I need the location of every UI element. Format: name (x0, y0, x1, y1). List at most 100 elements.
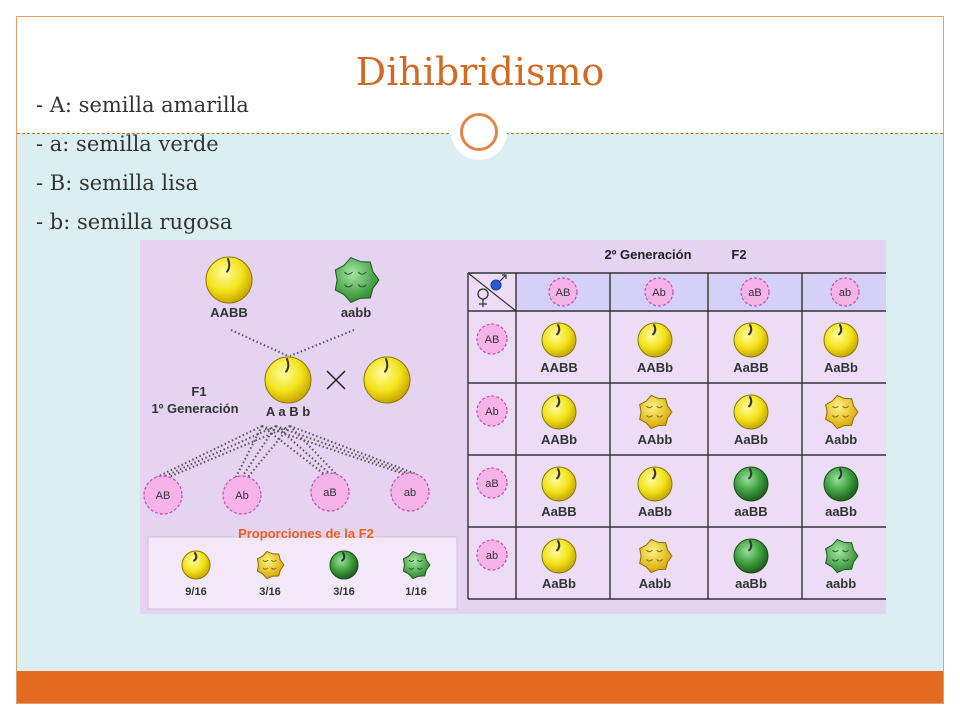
seed-wrinkle (646, 549, 653, 553)
punnett-cell-genotype: AABB (540, 360, 578, 375)
punnett-cell-genotype: AABb (541, 432, 577, 447)
seed-hilum (556, 540, 561, 552)
seed-wrinkle (656, 405, 664, 409)
seed-wrinkle (417, 567, 423, 570)
parent-genotype: aabb (341, 305, 371, 320)
seed-wrinkle (408, 559, 415, 562)
parent-genotype: AABB (210, 305, 248, 320)
seed-body (823, 322, 859, 358)
seed-hilum (652, 324, 657, 336)
seed-wrinkle (271, 567, 277, 570)
seed-hilum (556, 396, 561, 408)
proportion-seed-icon (402, 550, 431, 580)
seed-hilum (748, 540, 753, 552)
seed-body (823, 466, 859, 502)
seed-body (181, 550, 211, 580)
seed-wrinkle (646, 415, 653, 418)
seed-body (541, 394, 577, 430)
seed-body (329, 550, 359, 580)
proportions-title: Proporciones de la F2 (238, 526, 374, 541)
ring-ornament-icon (451, 104, 507, 160)
punnett-cell-seed-icon (733, 394, 769, 430)
punnett-cell-seed-icon (733, 538, 769, 574)
punnett-cell-genotype: AaBb (542, 576, 576, 591)
proportion-seed-icon (256, 550, 285, 580)
seed-wrinkle (417, 559, 423, 562)
slide-frame (16, 16, 944, 704)
slide-title: Dihibridismo (355, 50, 605, 94)
proportion-seed-icon (329, 550, 359, 580)
gamete-label: Ab (235, 490, 248, 502)
gamete-label: AB (556, 287, 571, 299)
proportion-seed-icon (181, 550, 211, 580)
seed-body (637, 466, 673, 502)
seed-wrinkle (832, 405, 839, 409)
punnett-cell-genotype: aaBB (734, 504, 767, 519)
punnett-cell-seed-icon (637, 322, 673, 358)
seed-hilum (193, 552, 198, 562)
punnett-cell-genotype: AaBb (734, 432, 768, 447)
seed-body (825, 394, 859, 430)
seed-body (637, 322, 673, 358)
f1-gamete (143, 475, 183, 515)
punnett-cell-genotype: aabb (826, 576, 856, 591)
punnett-cell-seed-icon (825, 538, 859, 574)
seed-body (541, 322, 577, 358)
seed-hilum (384, 358, 389, 373)
seed-hilum (556, 468, 561, 480)
punnett-cell-seed-icon (733, 322, 769, 358)
seed-body (334, 257, 380, 303)
seed-hilum (838, 468, 843, 480)
seed-wrinkle (262, 559, 269, 562)
seed-wrinkle (646, 559, 653, 562)
f1-genotype: A a B b (266, 404, 310, 419)
punnett-cell-seed-icon (823, 466, 859, 502)
f1-seed-icon (264, 356, 312, 404)
seed-body (541, 466, 577, 502)
gamete-label: ab (404, 487, 416, 499)
punnett-row-header (476, 539, 508, 571)
seed-body (733, 538, 769, 574)
gamete-label: Ab (652, 287, 665, 299)
punnett-cell-genotype: AABb (637, 360, 673, 375)
proportion-ratio: 9/16 (185, 586, 206, 598)
gamete-cross-line (261, 425, 405, 475)
seed-body (733, 394, 769, 430)
seed-wrinkle (408, 567, 415, 570)
punnett-col-header (830, 277, 860, 307)
gamete-label: aB (748, 287, 761, 299)
gamete-label: AB (156, 490, 171, 502)
gamete-label: AB (485, 334, 500, 346)
bullet-item: - a: semilla verde (36, 132, 219, 156)
gamete-label: aB (485, 478, 498, 490)
f1-gamete (390, 472, 430, 512)
seed-hilum (748, 324, 753, 336)
proportion-ratio: 3/16 (333, 586, 354, 598)
parent-cross-line (230, 329, 289, 357)
bullet-item: - A: semilla amarilla (36, 93, 249, 117)
punnett-cell-genotype: AaBB (733, 360, 768, 375)
punnett-cell-seed-icon (733, 466, 769, 502)
f1-sublabel: 1º Generación (151, 401, 238, 416)
seed-hilum (556, 324, 561, 336)
punnett-cell-seed-icon (541, 538, 577, 574)
seed-body (402, 550, 431, 580)
male-symbol-icon (499, 274, 507, 282)
gamete-cross-line (162, 425, 277, 478)
seed-hilum (748, 468, 753, 480)
f1-seed-icon (363, 356, 411, 404)
seed-wrinkle (842, 415, 850, 418)
seed-body (264, 356, 312, 404)
gamete-cross-line (289, 425, 417, 475)
seed-wrinkle (344, 284, 353, 288)
gamete-label: aB (323, 487, 336, 499)
bullet-item: - B: semilla lisa (36, 171, 199, 195)
f1-label: F1 (191, 384, 206, 399)
footer-bar (17, 671, 943, 703)
parent-seed-2-icon (334, 257, 380, 303)
punnett-title: 2º Generación (604, 247, 691, 262)
punnett-cell-genotype: aaBb (735, 576, 767, 591)
punnett-cell-genotype: AaBb (824, 360, 858, 375)
seed-hilum (226, 258, 231, 273)
seed-body (733, 466, 769, 502)
